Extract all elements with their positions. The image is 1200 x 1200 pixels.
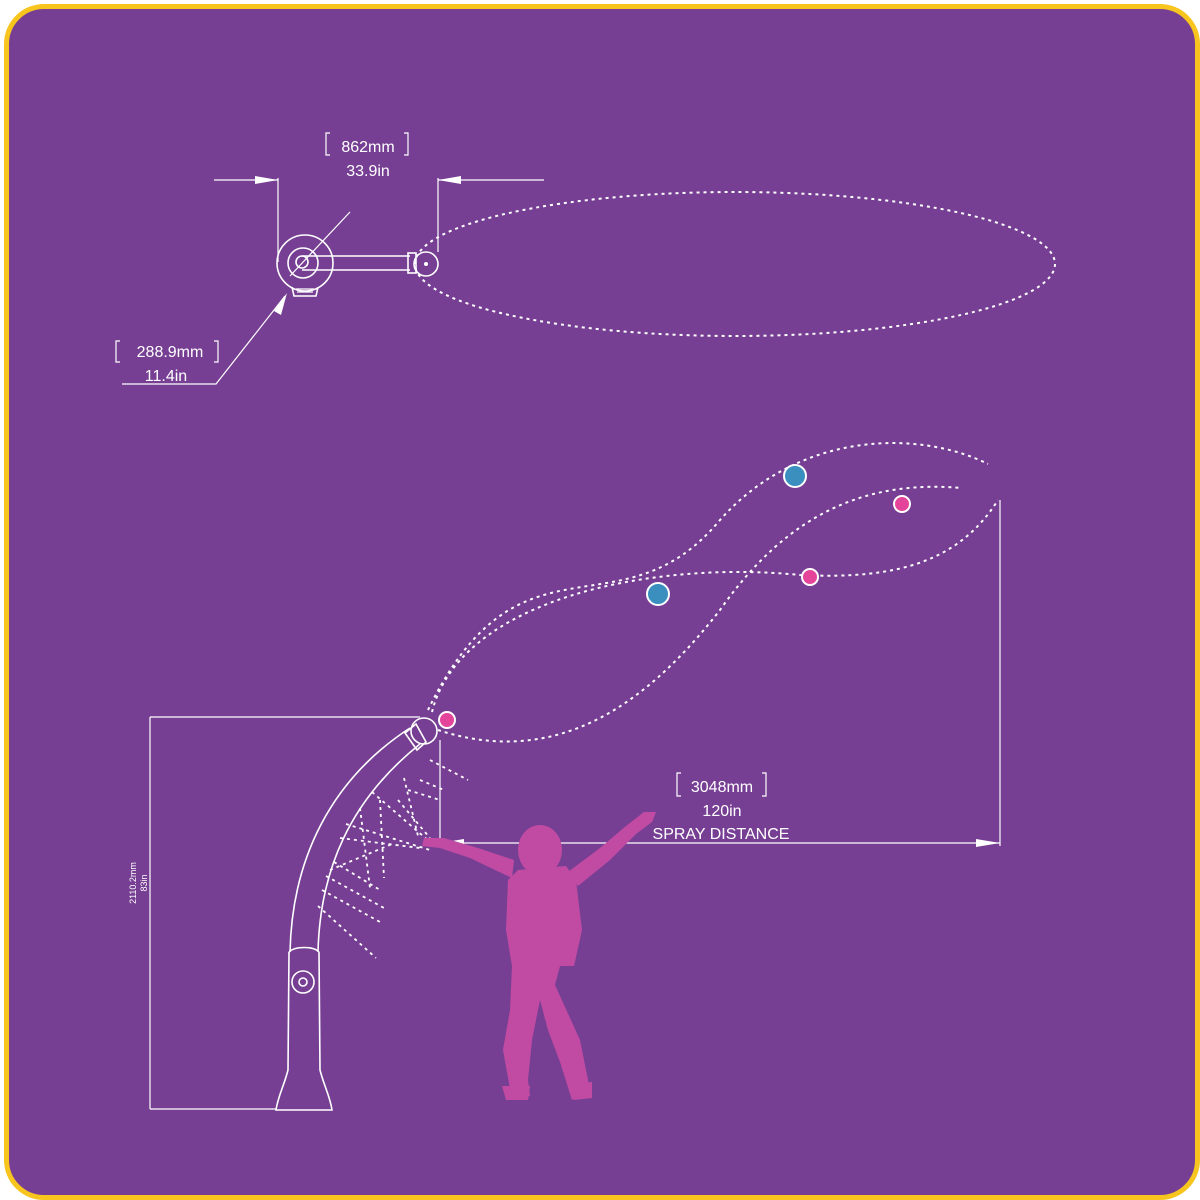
- base-diameter-tick: [289, 211, 351, 277]
- droplet-pink-2: [801, 568, 819, 586]
- base-diameter-leader: [122, 295, 286, 385]
- nozzle-collar: [407, 252, 417, 274]
- mist-spray: [317, 759, 469, 959]
- arm: [302, 255, 410, 271]
- base-diameter-mm: 288.9mm: [137, 344, 204, 361]
- height-in: 83in: [139, 874, 149, 891]
- spray-distance-arrow-right: [976, 839, 1000, 847]
- base-plate-ribs: [296, 288, 314, 293]
- droplet-blue-2: [646, 582, 670, 606]
- base-label-brackets: [115, 340, 219, 363]
- arm-length-mm: 862mm: [341, 139, 394, 156]
- spray-footprint-ellipse: [414, 191, 1056, 337]
- droplet-pink-3: [438, 711, 456, 729]
- droplet-blue-1: [783, 464, 807, 488]
- post-port-inner: [298, 977, 308, 987]
- base-plate-inner: [287, 247, 319, 279]
- spray-label-brackets: [676, 772, 767, 797]
- height-mm: 2110.2mm: [128, 862, 138, 904]
- spray-distance-extension-lines: [439, 500, 1001, 846]
- base-plate-outer: [276, 234, 334, 292]
- droplet-pink-1: [893, 495, 911, 513]
- base-plate-flange: [291, 286, 319, 297]
- top-view: 862mm 33.9in 288.9mm 11.4in: [115, 132, 1056, 385]
- arm-arrow-right: [438, 176, 461, 184]
- sprayer-post-inner: [317, 743, 421, 953]
- spray-distance-in: 120in: [702, 803, 741, 820]
- nozzle-dot: [424, 262, 428, 266]
- spray-distance-label: SPRAY DISTANCE: [653, 826, 790, 843]
- child-silhouette-icon: [422, 812, 656, 1100]
- arm-arrow-left: [255, 176, 278, 184]
- arm-label-brackets: [325, 132, 409, 156]
- arm-extension-lines: [277, 178, 439, 262]
- nozzle-head: [413, 251, 439, 277]
- height-dimension-lines: [149, 716, 420, 1110]
- base-plate-center: [295, 255, 309, 269]
- spray-arc-lower: [437, 485, 963, 743]
- post-body: [275, 951, 333, 1111]
- side-view: 2110.2mm 83in 3048mm 120in SPRAY DISTANC…: [128, 442, 1001, 1111]
- sprayer-post-outer: [289, 727, 411, 953]
- post-port-outer: [291, 970, 315, 994]
- spray-arc-upper: [427, 442, 989, 711]
- base-diameter-arrow: [274, 293, 287, 315]
- spray-arc-middle: [431, 499, 999, 713]
- nozzle-collar-side: [403, 722, 428, 752]
- nozzle-head-side: [410, 717, 438, 745]
- diagram-frame: [4, 4, 1200, 1200]
- base-diameter-in: 11.4in: [145, 368, 187, 385]
- arm-length-in: 33.9in: [346, 163, 390, 180]
- post-joint: [288, 946, 320, 953]
- spray-distance-mm: 3048mm: [691, 779, 753, 796]
